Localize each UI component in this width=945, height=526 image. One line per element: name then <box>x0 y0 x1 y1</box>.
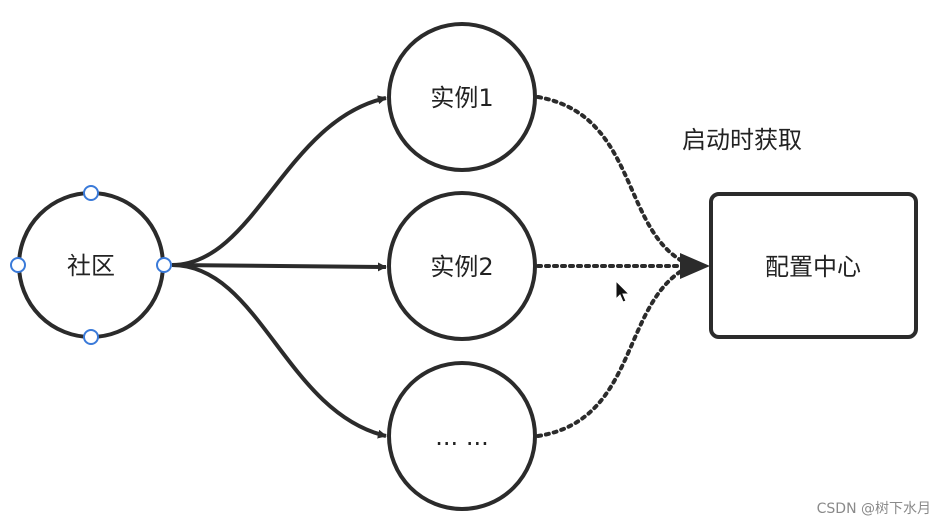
selection-handle-right[interactable] <box>156 257 172 273</box>
node-config-center[interactable]: 配置中心 <box>709 192 918 339</box>
edge-instance1-config[interactable] <box>536 95 692 267</box>
node-community-label: 社区 <box>67 252 115 280</box>
edge-community-instance-more[interactable] <box>171 263 387 439</box>
node-instance-more-label: ... ... <box>435 423 488 451</box>
node-instance-more[interactable]: ... ... <box>387 361 537 511</box>
edge-instance-more-config[interactable] <box>536 264 692 438</box>
node-instance2[interactable]: 实例2 <box>387 191 537 341</box>
selection-handle-top[interactable] <box>83 185 99 201</box>
node-instance2-label: 实例2 <box>430 253 493 281</box>
mouse-cursor-icon <box>615 279 631 303</box>
edge-community-instance1[interactable] <box>171 95 387 267</box>
watermark: CSDN @树下水月 <box>816 501 931 517</box>
node-community[interactable]: 社区 <box>17 191 165 339</box>
edge-label-startup-fetch: 启动时获取 <box>682 126 802 154</box>
selection-handle-bottom[interactable] <box>83 329 99 345</box>
node-instance1[interactable]: 实例1 <box>387 22 537 172</box>
selection-handle-left[interactable] <box>10 257 26 273</box>
node-config-center-label: 配置中心 <box>765 253 861 281</box>
edge-community-instance2[interactable] <box>171 262 387 272</box>
node-instance1-label: 实例1 <box>430 84 493 112</box>
config-arrowhead-icon <box>680 253 710 279</box>
